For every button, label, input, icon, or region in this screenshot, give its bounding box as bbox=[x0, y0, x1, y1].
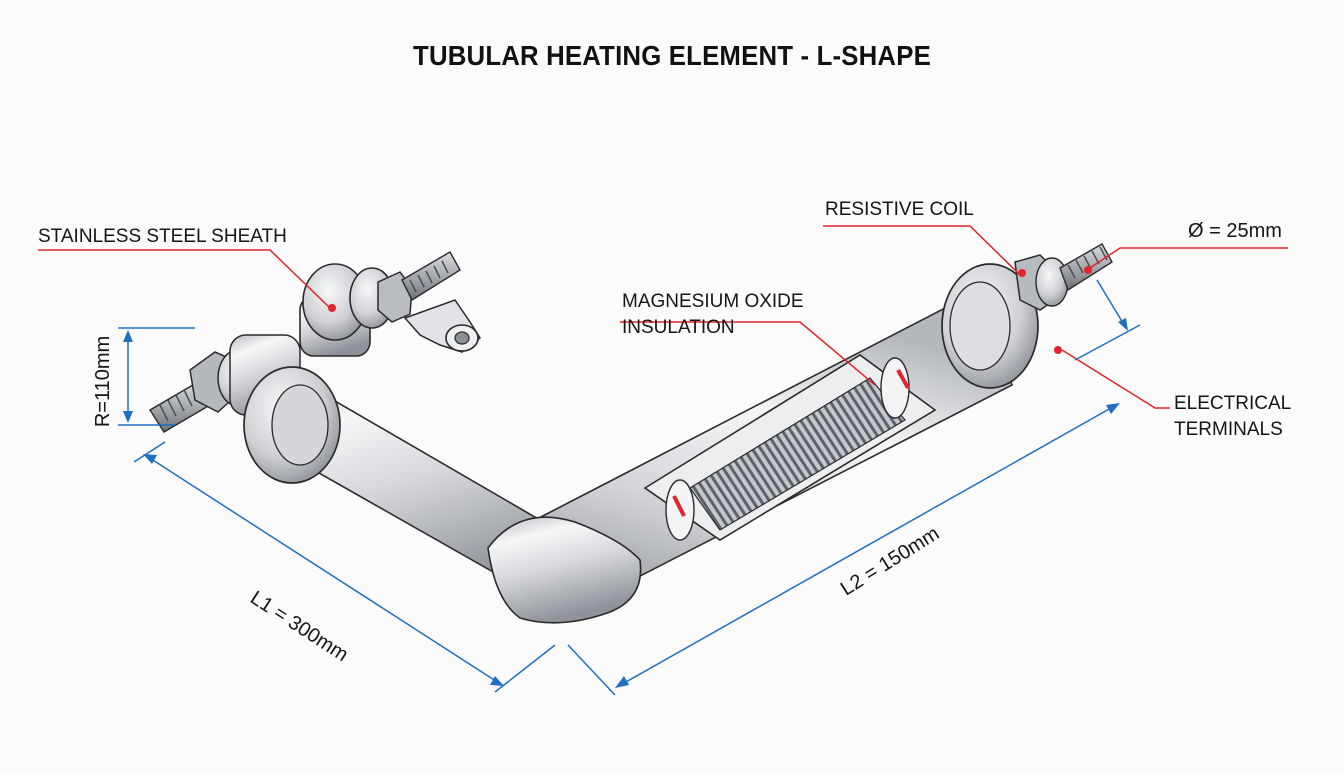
l2-dimension bbox=[567, 324, 1141, 696]
sheath-dot bbox=[328, 304, 336, 312]
leader-dots bbox=[328, 266, 1092, 354]
label-terminals-line1: ELECTRICAL bbox=[1174, 393, 1292, 414]
dimension-radius: R=110mm bbox=[92, 335, 115, 428]
right-flange bbox=[941, 263, 1039, 389]
rear-terminal bbox=[299, 251, 481, 357]
tube-body bbox=[274, 288, 1013, 624]
right-terminal bbox=[1014, 243, 1113, 311]
terminals-leader bbox=[1061, 349, 1170, 409]
front-left-terminal bbox=[149, 334, 301, 433]
diameter-dimension bbox=[1096, 279, 1128, 331]
left-flange bbox=[243, 366, 341, 484]
rear-threaded-stud bbox=[401, 251, 461, 302]
radius-dimension bbox=[118, 327, 195, 426]
l1-dimension bbox=[133, 441, 556, 693]
cutaway-section bbox=[643, 354, 937, 541]
leader-lines bbox=[38, 225, 1288, 409]
label-resistive-coil: RESISTIVE COIL bbox=[825, 199, 974, 220]
dimension-lines bbox=[118, 279, 1141, 696]
coil-leader bbox=[823, 225, 1021, 276]
terminals-dot bbox=[1054, 346, 1062, 354]
label-insulation-line1: MAGNESIUM OXIDE bbox=[622, 291, 804, 312]
label-insulation-line2: INSULATION bbox=[622, 317, 735, 338]
label-terminals-line2: TERMINALS bbox=[1174, 419, 1283, 440]
resistive-coil-graphic bbox=[689, 377, 906, 531]
diameter-dot bbox=[1084, 266, 1092, 274]
mounting-bracket bbox=[403, 299, 481, 353]
sheath-leader bbox=[38, 249, 331, 309]
label-stainless-steel-sheath: STAINLESS STEEL SHEATH bbox=[38, 226, 287, 247]
diagram-title: TUBULAR HEATING ELEMENT - L-SHAPE bbox=[413, 40, 931, 71]
dimension-diameter: Ø = 25mm bbox=[1188, 220, 1282, 242]
diameter-leader bbox=[1089, 247, 1288, 269]
coil-dot bbox=[1018, 269, 1026, 277]
insulation-leader bbox=[620, 321, 876, 386]
